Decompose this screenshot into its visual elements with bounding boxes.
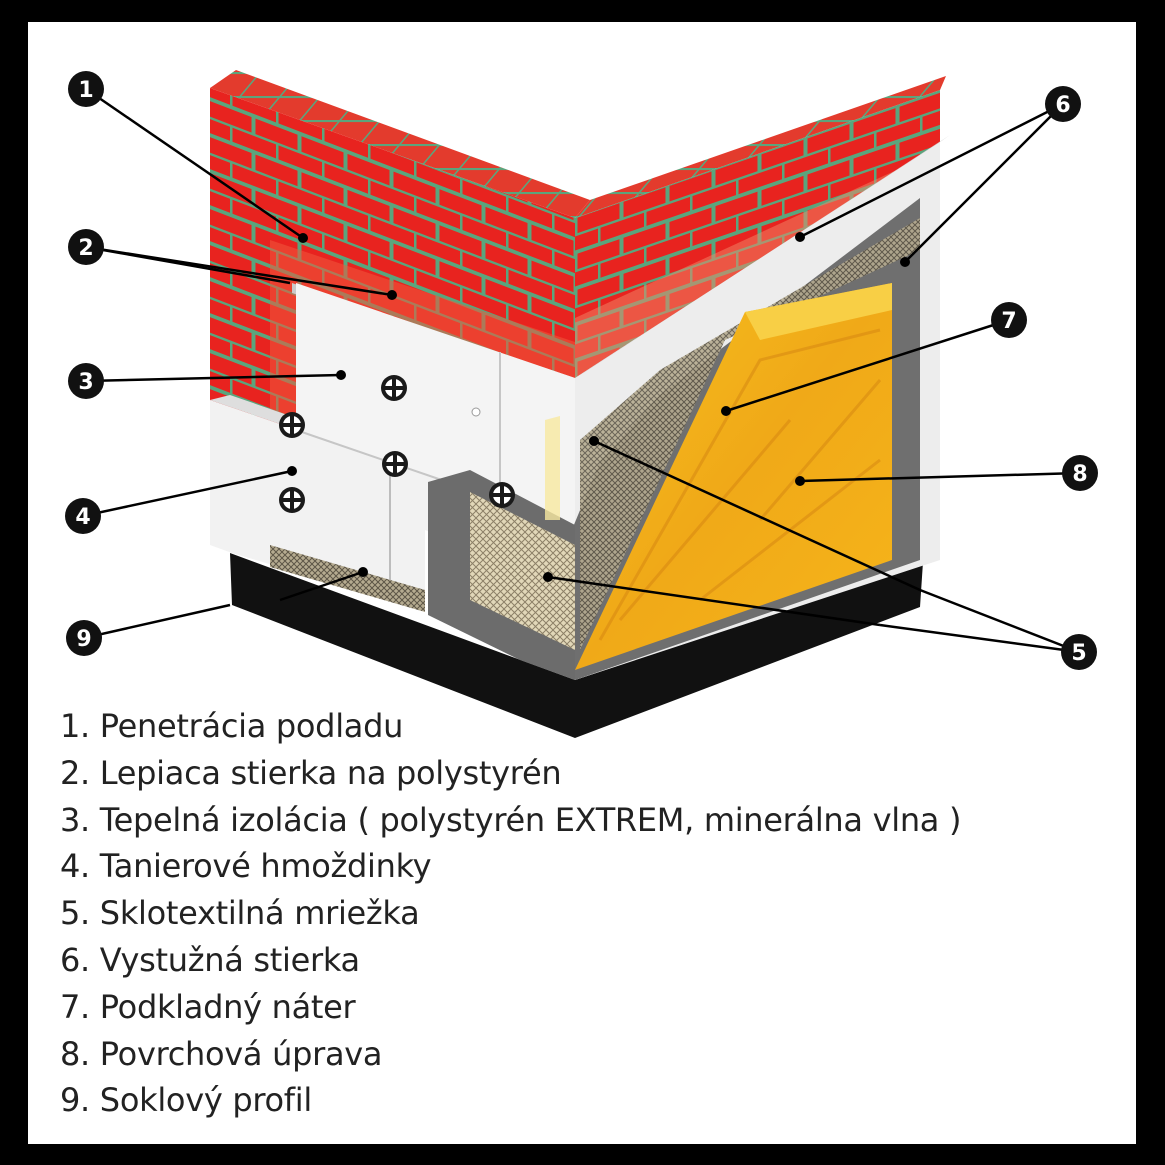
callout-number: 8 bbox=[1072, 462, 1087, 487]
callout-number: 1 bbox=[78, 78, 93, 103]
dowel-icon bbox=[489, 482, 515, 508]
legend-item: 2. Lepiaca stierka na polystyrén bbox=[60, 753, 562, 792]
legend-item: 8. Povrchová úprava bbox=[60, 1034, 383, 1073]
callout-8: 8 bbox=[1062, 455, 1098, 491]
callout-number: 2 bbox=[78, 236, 93, 261]
callout-6: 6 bbox=[1045, 86, 1081, 122]
callout-1: 1 bbox=[68, 71, 104, 107]
callout-4: 4 bbox=[65, 498, 101, 534]
callout-3: 3 bbox=[68, 363, 104, 399]
callout-number: 6 bbox=[1055, 93, 1070, 118]
finish-surface bbox=[575, 283, 892, 670]
callout-number: 3 bbox=[78, 370, 93, 395]
dowel-icon bbox=[382, 451, 408, 477]
legend-item: 9. Soklový profil bbox=[60, 1081, 312, 1120]
callout-number: 7 bbox=[1001, 309, 1016, 334]
leader-lines bbox=[82, 87, 1081, 654]
legend-list: 1. Penetrácia podladu 2. Lepiaca stierka… bbox=[60, 703, 961, 1124]
callout-number: 5 bbox=[1071, 641, 1086, 666]
brick-wall-top bbox=[210, 70, 590, 218]
dowel-icon bbox=[279, 412, 305, 438]
legend-item: 7. Podkladný náter bbox=[60, 987, 356, 1026]
callout-number: 4 bbox=[75, 505, 90, 530]
dowel-icon bbox=[381, 375, 407, 401]
callout-9: 9 bbox=[66, 620, 102, 656]
legend-item: 1. Penetrácia podladu bbox=[60, 707, 404, 745]
legend-item: 6. Vystužná stierka bbox=[60, 940, 360, 979]
legend-item: 3. Tepelná izolácia ( polystyrén EXTREM,… bbox=[60, 800, 962, 839]
callout-number: 9 bbox=[76, 627, 91, 652]
dowel-icon bbox=[279, 487, 305, 513]
base-profile-shape bbox=[230, 553, 923, 738]
legend-item: 5. Sklotextilná mriežka bbox=[60, 894, 420, 933]
glass-fibre-mesh bbox=[470, 492, 575, 650]
callout-2: 2 bbox=[68, 229, 104, 265]
callout-5: 5 bbox=[1061, 634, 1097, 670]
callout-7: 7 bbox=[991, 302, 1027, 338]
legend-item: 4. Tanierové hmoždinky bbox=[60, 847, 432, 886]
insulation-board-upper bbox=[296, 283, 575, 525]
